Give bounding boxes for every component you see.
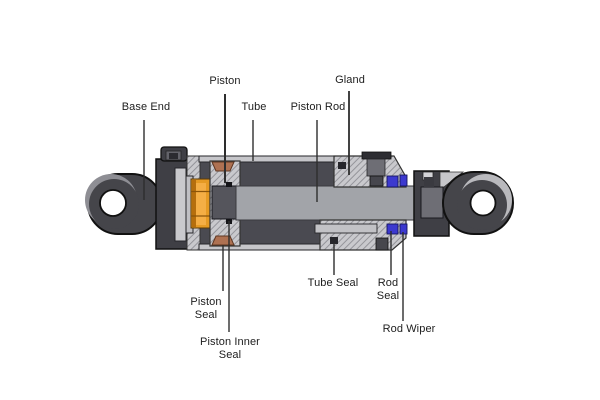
label-gland: Gland bbox=[335, 74, 365, 86]
leader-lines bbox=[143, 91, 404, 332]
part-base-eye bbox=[85, 173, 163, 235]
part-gland bbox=[314, 151, 407, 251]
label-rod-seal: Rod Seal bbox=[376, 277, 400, 302]
label-base-end: Base End bbox=[121, 101, 171, 113]
label-tube-seal: Tube Seal bbox=[307, 277, 359, 289]
part-rod-seal bbox=[386, 175, 399, 235]
label-piston-rod: Piston Rod bbox=[290, 101, 346, 113]
part-cushion-plates bbox=[174, 167, 194, 242]
label-rod-wiper: Rod Wiper bbox=[382, 323, 436, 335]
label-piston-seal: Piston Seal bbox=[190, 296, 222, 321]
part-piston-rod bbox=[235, 185, 427, 221]
part-rod-eye bbox=[442, 171, 514, 235]
rod-eye-hole bbox=[469, 189, 497, 217]
part-piston bbox=[209, 160, 241, 247]
label-tube: Tube bbox=[241, 101, 267, 113]
label-piston-inner-seal: Piston Inner Seal bbox=[200, 336, 260, 361]
piston-bore bbox=[211, 185, 237, 220]
part-piston-nut bbox=[190, 178, 211, 229]
tube-end-slot bbox=[314, 223, 378, 234]
base-eye-hole bbox=[99, 189, 127, 217]
part-tube-seal bbox=[330, 162, 346, 244]
label-piston: Piston bbox=[209, 75, 241, 87]
